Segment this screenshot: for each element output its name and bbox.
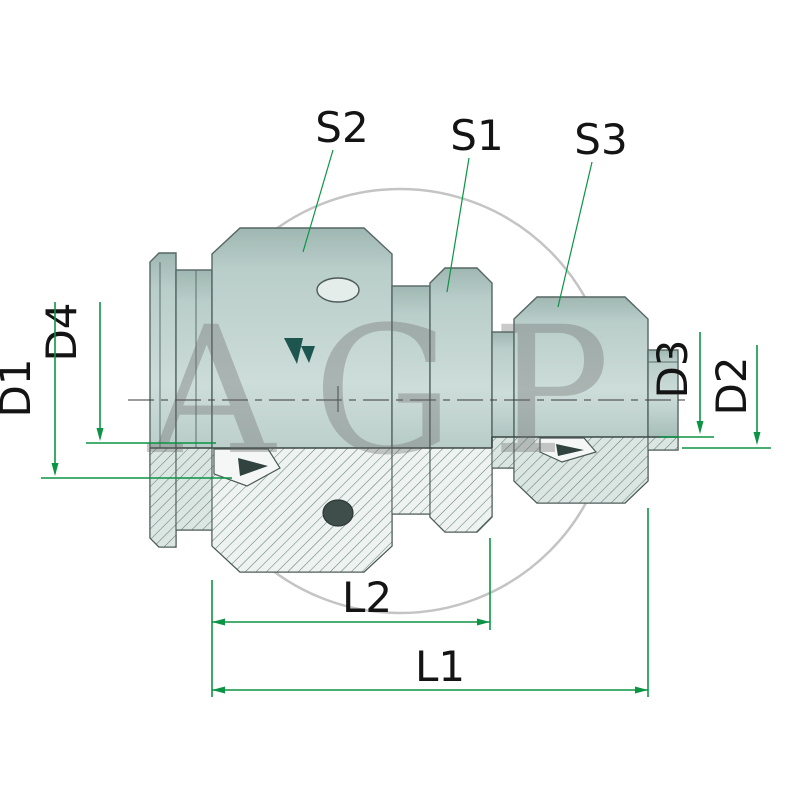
- watermark-text: AGP: [146, 289, 648, 494]
- dim-arrow-l1-left: [212, 686, 225, 694]
- label-s2: S2: [315, 103, 368, 152]
- dim-arrow-l1-right: [635, 686, 648, 694]
- label-l1: L1: [415, 642, 465, 691]
- wrench-size-callouts: S2 S1 S3: [302, 103, 628, 308]
- nut-face-hole: [316, 277, 360, 303]
- label-l2: L2: [342, 573, 392, 622]
- label-d3: D3: [648, 339, 697, 398]
- dim-arrow-d3: [696, 421, 704, 434]
- diameter-dimensions-left: D4 D1: [0, 302, 232, 479]
- leader-line-s1: [446, 157, 470, 293]
- brand-mark-icon: [284, 338, 315, 364]
- label-s1: S1: [450, 111, 503, 160]
- dim-arrow-d4: [96, 428, 104, 441]
- cutting-ring-left-edge: [238, 458, 268, 476]
- leader-line-s2: [302, 149, 334, 253]
- leader-line-s3: [557, 161, 593, 308]
- collar-section: [175, 447, 213, 531]
- dim-arrow-d2: [753, 432, 761, 445]
- label-d2: D2: [707, 356, 756, 415]
- dim-arrow-l2-left: [212, 618, 225, 626]
- dim-arrow-d1: [51, 463, 59, 476]
- seal-ball-section: [322, 499, 354, 527]
- cutting-ring-right-edge: [556, 444, 584, 456]
- label-d1: D1: [0, 358, 40, 417]
- tube-section: [647, 436, 679, 451]
- label-s3: S3: [574, 115, 627, 164]
- label-d4: D4: [37, 302, 86, 361]
- length-dimensions: L2 L1: [211, 508, 649, 697]
- section-hatch: [149, 436, 679, 573]
- diameter-dimensions-right: D3 D2: [648, 332, 771, 449]
- dim-arrow-l2-right: [477, 618, 490, 626]
